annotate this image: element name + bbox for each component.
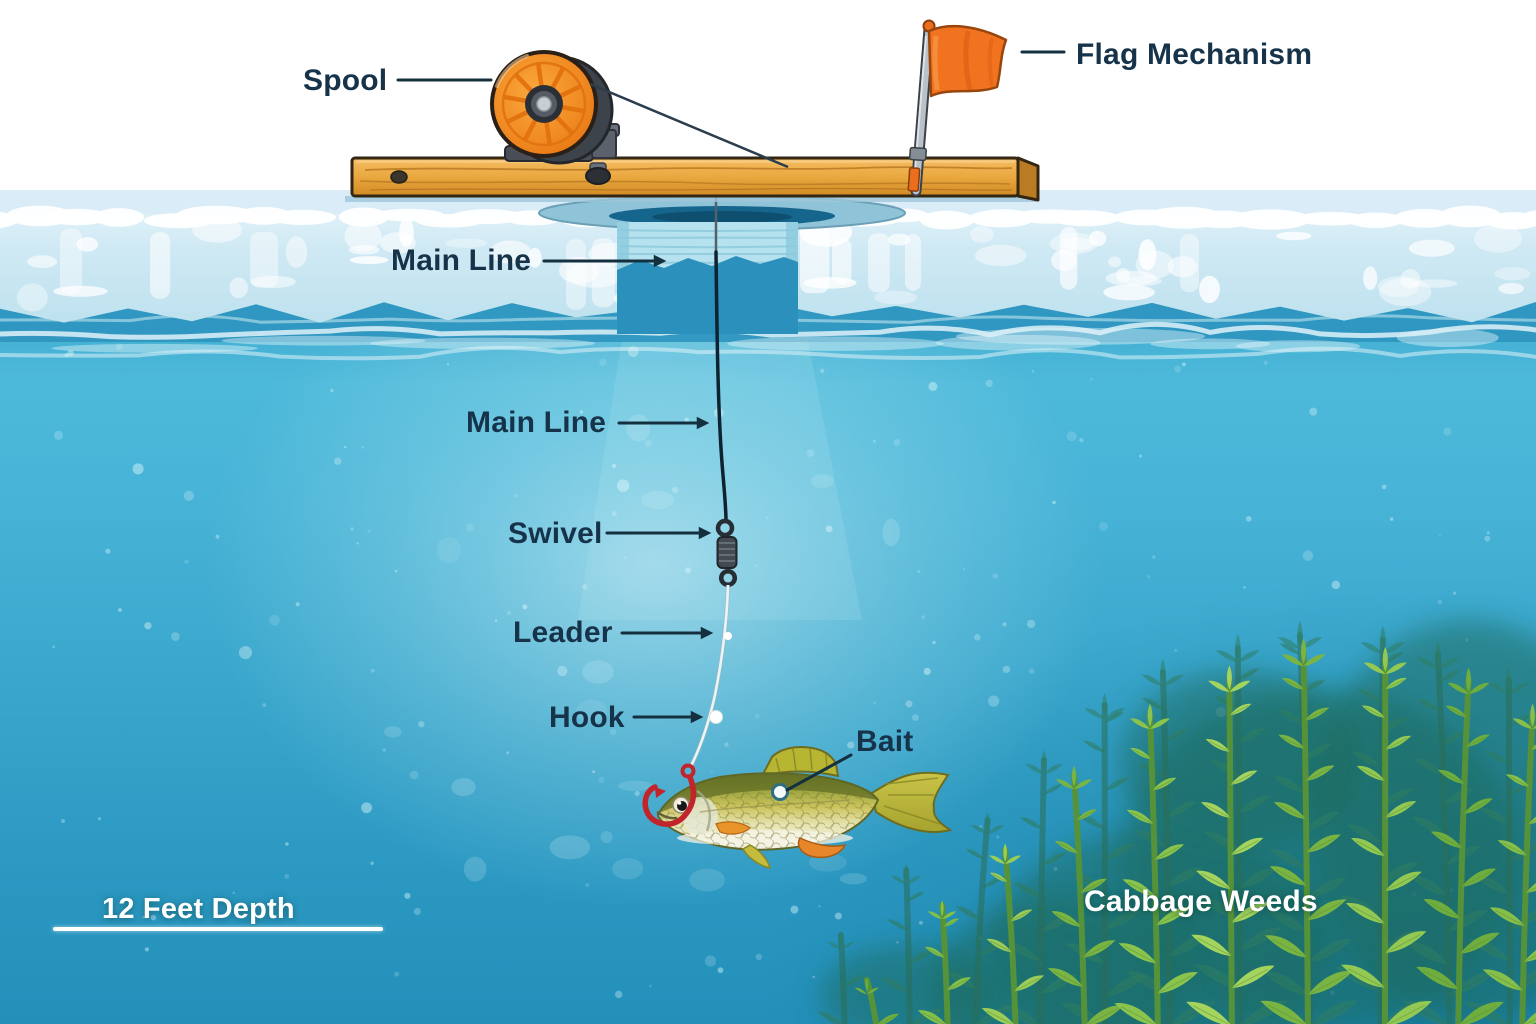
label-cabbage-weeds: Cabbage Weeds bbox=[1084, 885, 1318, 918]
pointer-lines bbox=[396, 50, 1066, 792]
hook-marker-dot bbox=[709, 710, 723, 724]
bait-pointer-line bbox=[785, 753, 853, 792]
anal-fin bbox=[797, 837, 847, 859]
cabbage-weeds-graphic bbox=[817, 620, 1536, 1024]
label-spool: Spool bbox=[303, 64, 388, 97]
label-flag-mechanism: Flag Mechanism bbox=[1076, 38, 1313, 71]
label-bait: Bait bbox=[856, 725, 914, 758]
main-line bbox=[714, 250, 728, 523]
tip-up-board bbox=[345, 156, 1040, 202]
label-hook: Hook bbox=[549, 701, 625, 734]
pectoral-fin bbox=[715, 821, 751, 835]
board-hole bbox=[390, 170, 408, 184]
fish-mouth bbox=[656, 810, 678, 820]
leader-line bbox=[688, 584, 731, 768]
label-depth: 12 Feet Depth bbox=[102, 893, 295, 925]
hook-point bbox=[655, 787, 666, 798]
leader-marker-dot bbox=[724, 632, 732, 640]
dorsal-fin bbox=[760, 746, 840, 778]
swivel-graphic bbox=[715, 518, 738, 588]
label-leader: Leader bbox=[513, 616, 613, 649]
ice-hole bbox=[538, 195, 906, 334]
bait-fish-graphic bbox=[656, 746, 953, 869]
board-line-guide bbox=[585, 167, 611, 185]
trip-line bbox=[589, 82, 789, 169]
spool-graphic bbox=[490, 50, 620, 165]
water-surface-waves bbox=[0, 314, 1536, 361]
water-light-glow bbox=[205, 220, 1105, 910]
flag-graphic bbox=[907, 19, 1008, 197]
bait-marker-dot bbox=[771, 783, 789, 801]
label-main-line-lower: Main Line bbox=[466, 406, 607, 439]
hook-bend bbox=[642, 774, 697, 827]
pelvic-fin bbox=[741, 844, 772, 869]
depth-underline bbox=[53, 927, 383, 931]
label-main-line-upper: Main Line bbox=[391, 244, 532, 277]
tail-fin bbox=[870, 771, 953, 833]
hook-graphic bbox=[642, 763, 697, 827]
light-rays bbox=[578, 300, 862, 620]
label-swivel: Swivel bbox=[508, 517, 603, 550]
